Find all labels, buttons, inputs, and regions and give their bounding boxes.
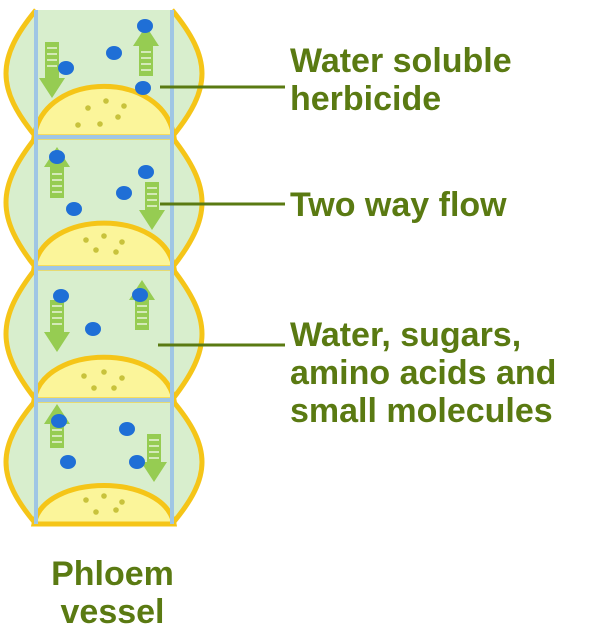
- granule: [97, 121, 103, 127]
- granule: [83, 237, 89, 243]
- right-cell-wall: [172, 400, 202, 524]
- granule: [85, 105, 91, 111]
- two-way-flow-label: Two way flow: [290, 186, 507, 224]
- label-line: herbicide: [290, 80, 441, 118]
- left-cell-wall: [6, 10, 36, 137]
- granule: [113, 507, 119, 513]
- granule: [75, 122, 81, 128]
- granule: [101, 369, 107, 375]
- phloem-contents-label: Water, sugars, amino acids and small mol…: [290, 316, 556, 430]
- granule: [101, 233, 107, 239]
- granule: [93, 509, 99, 515]
- granule: [111, 385, 117, 391]
- herbicide-molecule-icon: [85, 322, 101, 336]
- left-cell-wall: [6, 268, 36, 400]
- granule: [91, 385, 97, 391]
- granule: [119, 499, 125, 505]
- granule: [93, 247, 99, 253]
- herbicide-molecule-icon: [49, 150, 65, 164]
- granule: [103, 98, 109, 104]
- label-line: Phloem: [51, 555, 174, 593]
- granule: [113, 249, 119, 255]
- herbicide-molecule-icon: [58, 61, 74, 75]
- left-cell-wall: [6, 400, 36, 524]
- herbicide-molecule-icon: [135, 81, 151, 95]
- herbicide-molecule-icon: [51, 414, 67, 428]
- water-soluble-herbicide-label: Water soluble herbicide: [290, 42, 512, 118]
- label-line: amino acids and: [290, 354, 556, 392]
- label-line: Water, sugars,: [290, 316, 521, 354]
- right-cell-wall: [172, 268, 202, 400]
- herbicide-molecule-icon: [60, 455, 76, 469]
- left-cell-wall: [6, 137, 36, 268]
- granule: [121, 103, 127, 109]
- herbicide-molecule-icon: [66, 202, 82, 216]
- herbicide-molecule-icon: [119, 422, 135, 436]
- herbicide-molecule-icon: [129, 455, 145, 469]
- herbicide-molecule-icon: [137, 19, 153, 33]
- label-line: small molecules: [290, 392, 553, 430]
- granule: [81, 373, 87, 379]
- label-line: Water soluble: [290, 42, 512, 80]
- granule: [101, 493, 107, 499]
- granule: [83, 497, 89, 503]
- granule: [119, 375, 125, 381]
- phloem-vessel-title: Phloem vessel: [30, 555, 195, 631]
- label-line: vessel: [61, 593, 165, 631]
- herbicide-molecule-icon: [132, 288, 148, 302]
- herbicide-molecule-icon: [138, 165, 154, 179]
- right-cell-wall: [172, 10, 202, 137]
- herbicide-molecule-icon: [53, 289, 69, 303]
- herbicide-molecule-icon: [106, 46, 122, 60]
- granule: [115, 114, 121, 120]
- granule: [119, 239, 125, 245]
- herbicide-molecule-icon: [116, 186, 132, 200]
